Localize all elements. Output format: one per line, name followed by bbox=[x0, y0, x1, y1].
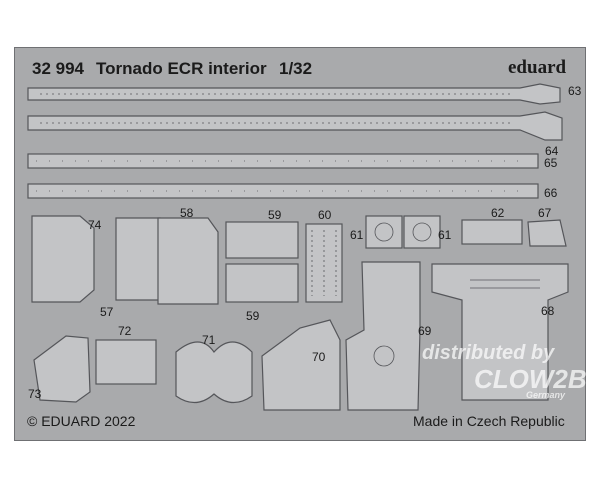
part-61a bbox=[365, 215, 403, 249]
part-label-73: 73 bbox=[28, 387, 42, 401]
kit-scale: 1/32 bbox=[279, 59, 313, 78]
part-71 bbox=[175, 341, 253, 404]
part-label-72: 72 bbox=[118, 324, 132, 338]
part-label-59b: 59 bbox=[246, 309, 260, 323]
part-label-61a: 61 bbox=[350, 228, 364, 242]
part-57 bbox=[115, 217, 161, 301]
copyright-text: © EDUARD 2022 bbox=[27, 413, 136, 429]
part-label-66: 66 bbox=[544, 186, 558, 200]
part-62 bbox=[461, 219, 523, 245]
part-label-67: 67 bbox=[538, 206, 552, 220]
part-label-71: 71 bbox=[202, 333, 216, 347]
part-72 bbox=[95, 339, 157, 385]
watermark-brand: CLOW2B bbox=[474, 364, 587, 394]
part-label-68: 68 bbox=[541, 304, 555, 318]
part-58 bbox=[157, 217, 219, 305]
part-label-59a: 59 bbox=[268, 208, 282, 222]
part-73 bbox=[33, 335, 91, 403]
part-label-64: 64 bbox=[545, 144, 559, 158]
part-59a bbox=[225, 221, 299, 259]
watermark-country: Germany bbox=[526, 390, 566, 400]
origin-text: Made in Czech Republic bbox=[413, 413, 565, 429]
kit-number: 32 994 bbox=[32, 59, 84, 78]
part-label-57: 57 bbox=[100, 305, 114, 319]
watermark-distributed-by: distributed by bbox=[422, 342, 555, 364]
part-70 bbox=[261, 319, 341, 411]
part-label-62: 62 bbox=[491, 206, 505, 220]
part-67 bbox=[527, 219, 567, 247]
part-label-58: 58 bbox=[180, 206, 194, 220]
part-74 bbox=[31, 215, 95, 303]
brand-logo: eduard bbox=[508, 57, 567, 78]
part-label-70: 70 bbox=[312, 350, 326, 364]
part-label-61b: 61 bbox=[438, 228, 452, 242]
part-label-74: 74 bbox=[88, 218, 102, 232]
part-label-60: 60 bbox=[318, 208, 332, 222]
part-69 bbox=[345, 261, 421, 411]
part-61b bbox=[403, 215, 441, 249]
part-label-65: 65 bbox=[544, 156, 558, 170]
kit-title: Tornado ECR interior bbox=[96, 59, 267, 78]
part-68 bbox=[431, 263, 569, 401]
part-64-strip bbox=[27, 111, 563, 141]
part-label-63: 63 bbox=[568, 84, 582, 98]
part-label-69: 69 bbox=[418, 324, 432, 338]
part-59b bbox=[225, 263, 299, 303]
